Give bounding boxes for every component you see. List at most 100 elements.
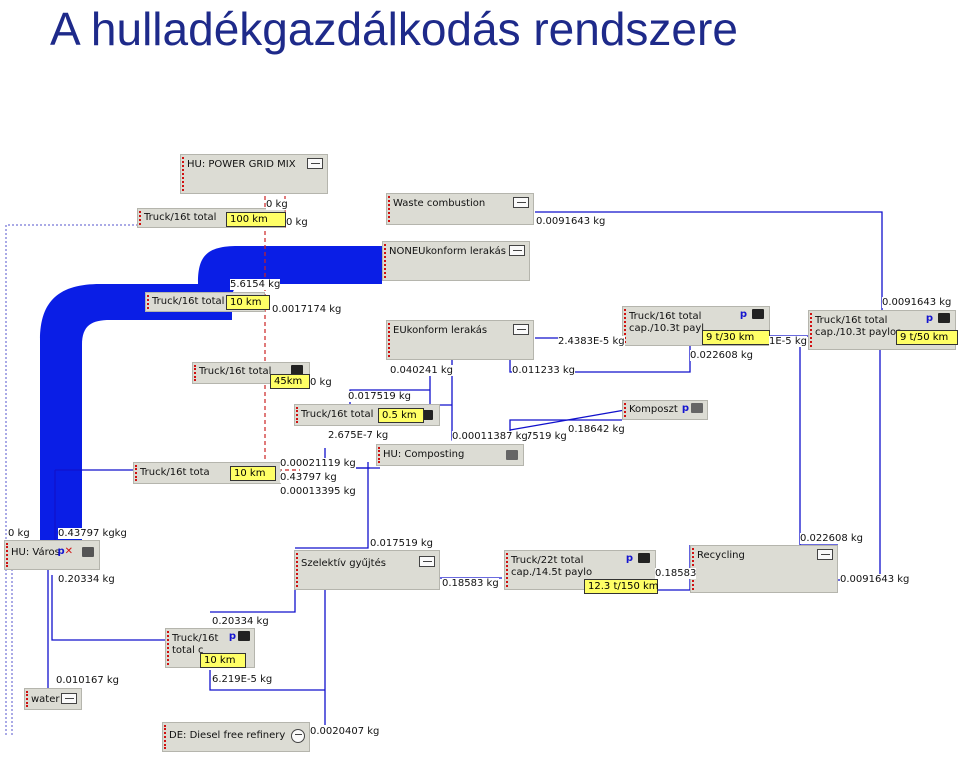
red-dotted-marker	[182, 157, 184, 191]
process-label: Truck/16t total	[815, 315, 888, 326]
truck-icon	[506, 450, 518, 460]
distance-param[interactable]: 9 t/30 km	[702, 330, 770, 345]
flow-label: 0.0020407 kg	[310, 726, 380, 737]
flow-label: 5.6154 kg	[230, 279, 281, 290]
flow-line	[509, 409, 626, 431]
flow-label: 0.017519 kg	[348, 391, 412, 402]
process-szelektiv[interactable]: Szelektív gyűjtés	[294, 550, 440, 590]
flow-line	[799, 340, 838, 546]
red-dotted-marker	[296, 407, 298, 423]
red-dotted-marker	[384, 244, 386, 278]
thick-flow-upper	[198, 246, 382, 300]
flow-label: 0 kg	[8, 528, 30, 539]
flow-label: 0.18583 kg	[442, 578, 499, 589]
process-label: Waste combustion	[393, 198, 486, 209]
flow-label: 0.0091643 kg	[536, 216, 606, 227]
parameter-marker: p	[625, 553, 633, 564]
process-label: DE: Diesel free refinery	[169, 730, 286, 741]
process-label: HU: Város	[11, 547, 60, 558]
parameter-marker: p	[228, 631, 236, 642]
flow-label: 0.017519 kg	[370, 538, 434, 549]
chart-icon	[817, 549, 833, 560]
flow-label: 0.0091643 kg	[840, 574, 910, 585]
distance-param[interactable]: 10 km	[200, 653, 246, 668]
red-dotted-marker	[378, 447, 380, 463]
flow-label: 0.011233 kg	[512, 365, 576, 376]
process-sublabel: cap./14.5t paylo	[511, 567, 593, 578]
truck-icon	[291, 365, 303, 375]
flow-label: 0.040241 kg	[390, 365, 454, 376]
process-noneu[interactable]: NONEUkonform lerakás	[382, 241, 530, 281]
flow-label: 0.43797 kgkg	[58, 528, 127, 539]
red-dotted-marker	[624, 309, 626, 343]
flow-label: 2.4383E-5 kg	[558, 336, 625, 347]
thick-flow-main	[40, 284, 232, 540]
flow-line	[209, 670, 325, 691]
red-dotted-marker	[388, 196, 390, 222]
flow-line	[295, 462, 369, 549]
flow-label: 0.00011387 kg	[452, 431, 528, 442]
truck-icon	[421, 410, 433, 420]
flow-label: 0.00021119 kg	[280, 458, 356, 469]
red-dotted-marker	[624, 403, 626, 417]
process-label: NONEUkonform lerakás	[389, 246, 506, 257]
chart-icon	[419, 556, 435, 567]
process-diesel[interactable]: DE: Diesel free refinery	[162, 722, 310, 752]
distance-param[interactable]: 10 km	[226, 295, 270, 310]
red-dotted-marker	[26, 691, 28, 707]
process-eukonform[interactable]: EUkonform lerakás	[386, 320, 534, 360]
flow-label: 6.219E-5 kg	[212, 674, 273, 685]
flow-line	[838, 348, 881, 581]
truck-icon	[638, 553, 650, 563]
process-recycling[interactable]: Recycling	[690, 545, 838, 593]
page-title: A hulladékgazdálkodás rendszere	[50, 3, 738, 55]
process-waste-combustion[interactable]: Waste combustion	[386, 193, 534, 225]
parameter-marker: p	[925, 313, 933, 324]
flow-line	[51, 575, 165, 641]
chart-icon	[513, 324, 529, 335]
red-dotted-marker	[135, 465, 137, 481]
flow-label: 0.18642 kg	[568, 424, 625, 435]
distance-param[interactable]: 9 t/50 km	[896, 330, 958, 345]
flow-label: 0.022608 kg	[690, 350, 754, 361]
parameter-marker: p✕	[57, 546, 73, 557]
flow-label: 1E-5 kg	[769, 336, 807, 347]
red-dotted-marker	[194, 365, 196, 381]
flow-label: 0.0017174 kg	[272, 304, 342, 315]
red-dotted-marker	[164, 725, 166, 749]
flow-line	[535, 211, 883, 314]
process-truck-f[interactable]: Truck/16t total cap./10.3t payl p	[622, 306, 770, 346]
flow-label: 0.022608 kg	[800, 533, 864, 544]
flow-label: 0.43797 kg	[280, 472, 337, 483]
process-label: Komposzt	[629, 404, 678, 415]
process-label: Truck/16t total	[152, 296, 225, 307]
distance-param[interactable]: 45km	[270, 374, 310, 389]
process-water[interactable]: water	[24, 688, 82, 710]
process-power-grid[interactable]: HU: POWER GRID MIX	[180, 154, 328, 194]
process-label: Truck/16t tota	[140, 467, 210, 478]
red-dotted-marker	[506, 553, 508, 587]
flow-label: 0.00013395 kg	[280, 486, 356, 497]
parameter-marker: p	[681, 403, 689, 414]
gear-icon	[291, 729, 305, 743]
process-label: HU: Composting	[383, 449, 465, 460]
process-komposzt[interactable]: Komposzt p	[622, 400, 708, 420]
distance-param[interactable]: 10 km	[230, 466, 276, 481]
process-label: Truck/16t total	[144, 212, 217, 223]
truck-icon	[938, 313, 950, 323]
red-dotted-marker	[6, 543, 8, 567]
chart-icon	[509, 245, 525, 256]
red-dotted-marker	[296, 553, 298, 587]
chart-icon	[307, 158, 323, 169]
flow-line	[429, 372, 452, 406]
dashed-flow	[264, 196, 300, 471]
process-hu-varos[interactable]: HU: Város p✕	[4, 540, 100, 570]
flow-label: 0.20334 kg	[212, 616, 269, 627]
process-label: Truck/16t	[172, 633, 219, 644]
distance-param[interactable]: 100 km	[226, 212, 286, 227]
distance-param[interactable]: 0.5 km	[378, 408, 424, 423]
distance-param[interactable]: 12.3 t/150 km	[584, 579, 659, 594]
process-label: Szelektív gyűjtés	[301, 558, 386, 569]
process-composting[interactable]: HU: Composting	[376, 444, 524, 466]
